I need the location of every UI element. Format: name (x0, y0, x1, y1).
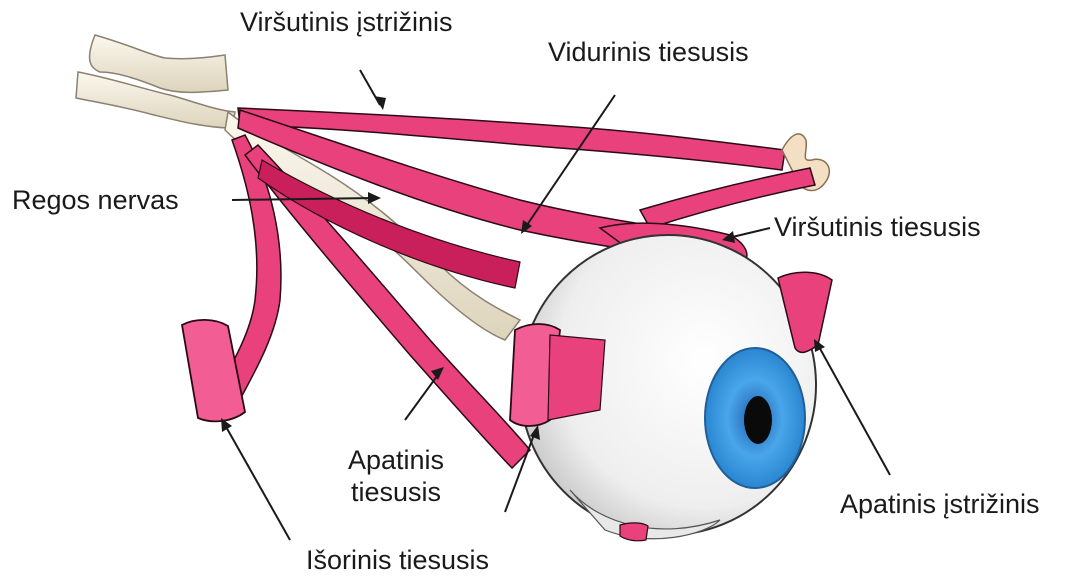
leader-medial-rectus (525, 95, 615, 228)
arrowhead-optic-nerve (368, 192, 381, 204)
label-lateral-rectus: Išorinis tiesusis (306, 544, 489, 576)
pupil (744, 396, 772, 444)
lateral-rectus-stump (182, 320, 245, 422)
label-inferior-rectus: Apatinis tiesusis (336, 444, 456, 508)
arrowhead-superior-oblique (374, 96, 386, 110)
label-inferior-rectus-line2: tiesusis (336, 476, 456, 508)
label-optic-nerve: Regos nervas (12, 184, 179, 216)
leader-lateral-rectus-left (225, 425, 290, 540)
leader-superior-rectus (728, 228, 770, 238)
label-inferior-rectus-line1: Apatinis (336, 444, 456, 476)
label-superior-rectus: Viršutinis tiesusis (774, 211, 981, 243)
rectus-insertion-fringe (548, 335, 605, 420)
inferior-oblique-base (620, 523, 648, 541)
label-superior-oblique: Viršutinis įstrižinis (240, 6, 453, 38)
leader-inferior-oblique (818, 345, 890, 475)
label-inferior-oblique: Apatinis įstrižinis (840, 488, 1040, 520)
leader-inferior-rectus (405, 372, 440, 420)
label-medial-rectus: Vidurinis tiesusis (548, 36, 749, 68)
